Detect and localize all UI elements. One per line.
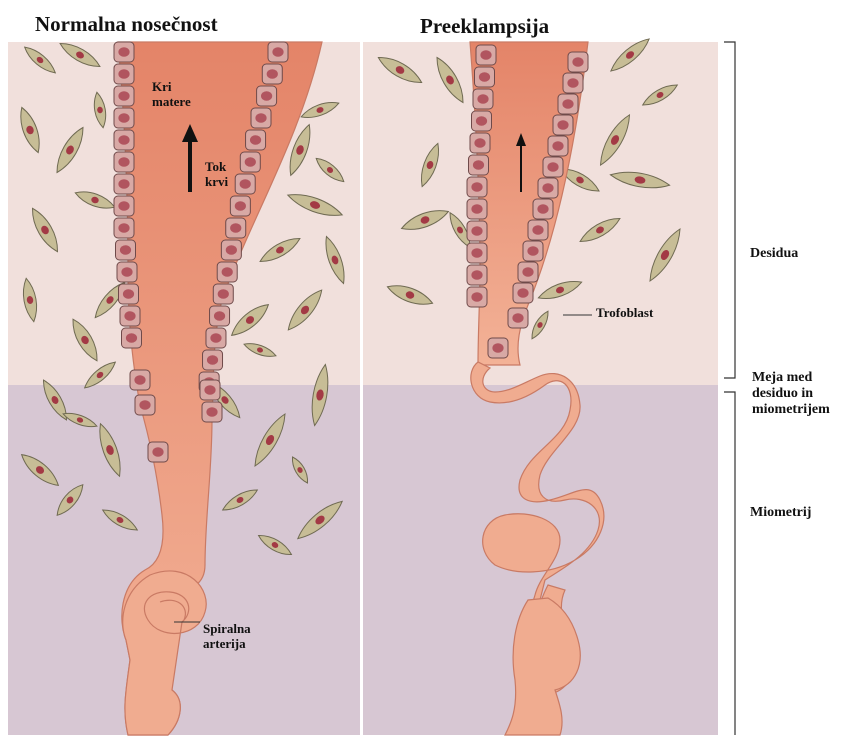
trophoblast-cell [475,67,495,87]
myometrium-label: Miometrij [750,505,811,521]
blood-flow-line1: Tok [205,160,228,175]
trophoblast-cell [200,380,220,400]
trophoblast-cell [528,220,548,240]
trophoblast-cell [148,442,168,462]
trophoblast-cell [213,284,233,304]
decidua-label: Desidua [750,246,798,262]
trophoblast-cell [262,64,282,84]
trophoblast-cell [210,306,230,326]
trophoblast-cell [467,287,487,307]
boundary-line1: Meja med [752,370,830,386]
trophoblast-cell [513,283,533,303]
trophoblast-cell [130,370,150,390]
trophoblast-cell [217,262,237,282]
spiral-artery-label: Spiralna arterija [203,622,251,652]
trophoblast-cell [202,402,222,422]
trophoblast-cell [553,115,573,135]
region-bracket [724,42,735,735]
trophoblast-cell [469,155,489,175]
trophoblast-cell [117,262,137,282]
blood-flow-line2: krvi [205,175,228,190]
maternal-blood-line2: matere [152,95,191,110]
trophoblast-cell [114,42,134,62]
trophoblast-cell [523,241,543,261]
trophoblast-cell [467,265,487,285]
trophoblast-cell [226,218,246,238]
trophoblast-cell [488,338,508,358]
trophoblast-cell [467,199,487,219]
trophoblast-cell [114,108,134,128]
trophoblast-cell [558,94,578,114]
trophoblast-cell [518,262,538,282]
trophoblast-cell [114,196,134,216]
trophoblast-cell [114,174,134,194]
trophoblast-cell [472,111,492,131]
trophoblast-label: Trofoblast [596,306,653,321]
trophoblast-cell [203,350,223,370]
trophoblast-cell [470,133,490,153]
trophoblast-cell [122,328,142,348]
trophoblast-cell [116,240,136,260]
spiral-artery-line2: arterija [203,637,251,652]
trophoblast-cell [114,152,134,172]
trophoblast-cell [563,73,583,93]
trophoblast-cell [114,218,134,238]
maternal-blood-line1: Kri [152,80,191,95]
trophoblast-cell [114,64,134,84]
boundary-label: Meja med desiduo in miometrijem [752,370,830,418]
trophoblast-cell [221,240,241,260]
maternal-blood-label: Kri matere [152,80,191,110]
trophoblast-cell [230,196,250,216]
trophoblast-cell [120,306,140,326]
trophoblast-cell [268,42,288,62]
title-preeclampsia: Preeklampsija [420,14,549,38]
trophoblast-cell [251,108,271,128]
trophoblast-cell [240,152,260,172]
trophoblast-cell [538,178,558,198]
boundary-line2: desiduo in [752,386,830,402]
trophoblast-cell [467,177,487,197]
trophoblast-cell [508,308,528,328]
trophoblast-cell [533,199,553,219]
trophoblast-cell [114,130,134,150]
spiral-artery-line1: Spiralna [203,622,251,637]
boundary-line3: miometrijem [752,402,830,418]
trophoblast-cell [135,395,155,415]
trophoblast-cell [257,86,277,106]
trophoblast-cell [473,89,493,109]
trophoblast-cell [543,157,563,177]
trophoblast-cell [548,136,568,156]
trophoblast-cell [246,130,266,150]
trophoblast-cell [476,45,496,65]
trophoblast-cell [114,86,134,106]
trophoblast-cell [206,328,226,348]
title-normal-pregnancy: Normalna nosečnost [35,12,218,36]
trophoblast-cell [235,174,255,194]
trophoblast-cell [568,52,588,72]
trophoblast-cell [467,221,487,241]
trophoblast-cell [119,284,139,304]
blood-flow-label: Tok krvi [205,160,228,190]
trophoblast-cell [467,243,487,263]
